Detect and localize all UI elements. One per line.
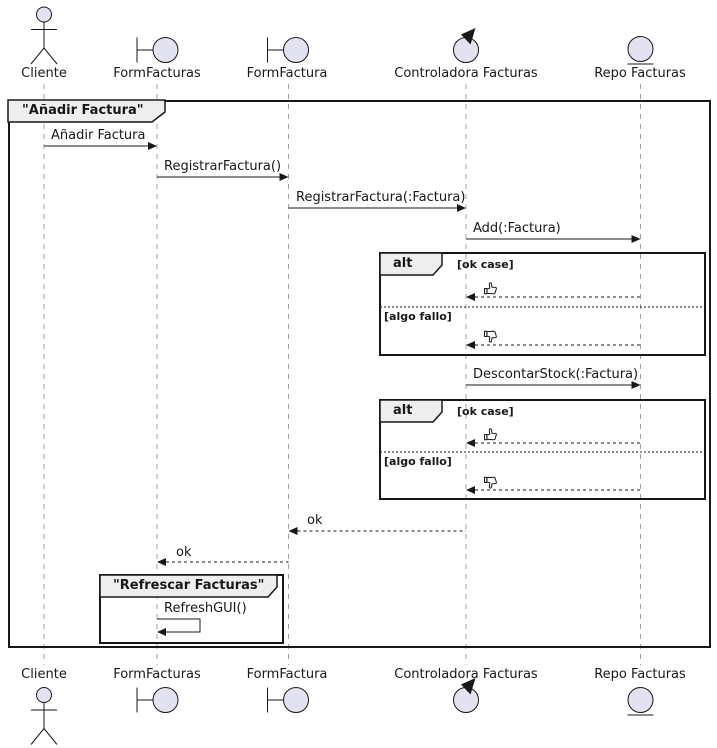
message-label-ok-1: ok	[307, 513, 323, 528]
alt-frame-2-guard-fail: [algo fallo]	[384, 455, 452, 468]
participant-formfactura-label-top: FormFactura	[246, 66, 328, 81]
frame-refrescar-facturas-title: "Refrescar Facturas"	[113, 578, 265, 593]
thumbs-down-icon	[485, 477, 497, 488]
boundary-icon-formfacturas-top	[136, 37, 179, 63]
alt-frame-1-guard-fail: [algo fallo]	[384, 310, 452, 323]
message-label-registrar-factura-param: RegistrarFactura(:Factura)	[296, 190, 466, 205]
control-icon-controladora-bottom	[453, 677, 479, 713]
message-arrow-descontar-stock	[466, 381, 641, 389]
lifelines	[43, 84, 641, 665]
frame-anadir-factura-border	[8, 100, 711, 648]
return-arrow-ok-1	[288, 527, 466, 535]
alt-frame-1-border	[379, 252, 706, 356]
thumbs-up-icon	[484, 428, 497, 441]
return-arrow-ok-2	[157, 558, 289, 566]
actor-icon-cliente-top	[30, 6, 58, 65]
boundary-icon-formfacturas-bottom	[136, 687, 179, 713]
message-label-registrar-factura: RegistrarFactura()	[164, 159, 282, 174]
frame-anadir-factura-title: "Añadir Factura"	[22, 103, 144, 118]
participant-controladora-label-bottom: Controladora Facturas	[394, 667, 538, 682]
message-label-anadir-factura: Añadir Factura	[51, 128, 146, 143]
actor-icon-cliente-bottom	[30, 687, 58, 745]
message-label-ok-2: ok	[176, 545, 192, 560]
message-arrow-registrar-factura-param	[288, 204, 466, 212]
control-icon-controladora-top	[453, 27, 479, 63]
frame-anadir-factura-tab	[7, 99, 166, 123]
participant-repo-label-top: Repo Facturas	[594, 66, 686, 81]
alt-frame-2-tab	[379, 399, 443, 423]
return-arrow-alt2-ok	[466, 439, 641, 447]
alt-frame-2-border	[379, 399, 706, 500]
alt-frame-1-tab	[379, 252, 443, 276]
participant-formfacturas-label-bottom: FormFacturas	[113, 667, 201, 682]
alt-frame-1-guard-ok: [ok case]	[457, 258, 514, 271]
message-arrow-anadir-factura	[44, 142, 157, 150]
entity-icon-repo-bottom	[627, 687, 654, 716]
participant-formfactura-label-bottom: FormFactura	[246, 667, 328, 682]
alt-frame-2-guard-ok: [ok case]	[457, 405, 514, 418]
message-label-add-factura: Add(:Factura)	[473, 221, 561, 236]
frame-refrescar-facturas-tab	[99, 574, 278, 598]
alt-frame-1-operator: alt	[393, 256, 413, 271]
participant-controladora-label-top: Controladora Facturas	[394, 66, 538, 81]
message-label-refresh-gui: RefreshGUI()	[164, 601, 247, 616]
alt-frame-2-operator: alt	[393, 403, 413, 418]
participant-cliente-label-top: Cliente	[21, 66, 67, 81]
entity-icon-repo-top	[627, 36, 654, 65]
return-arrow-alt1-ok	[466, 293, 641, 301]
participant-cliente-label-bottom: Cliente	[21, 667, 67, 682]
boundary-icon-formfactura-bottom	[267, 687, 309, 713]
thumbs-down-icon	[485, 331, 497, 342]
participant-repo-label-bottom: Repo Facturas	[594, 667, 686, 682]
return-arrow-alt1-fail	[466, 341, 641, 349]
message-arrow-registrar-factura	[157, 173, 289, 181]
thumbs-up-icon	[484, 282, 497, 295]
self-message-arrow-refreshgui	[157, 618, 201, 636]
boundary-icon-formfactura-top	[267, 37, 309, 63]
message-arrow-add-factura	[466, 235, 641, 243]
return-arrow-alt2-fail	[466, 486, 641, 494]
message-label-descontar-stock: DescontarStock(:Factura)	[473, 367, 639, 382]
participant-formfacturas-label-top: FormFacturas	[113, 66, 201, 81]
